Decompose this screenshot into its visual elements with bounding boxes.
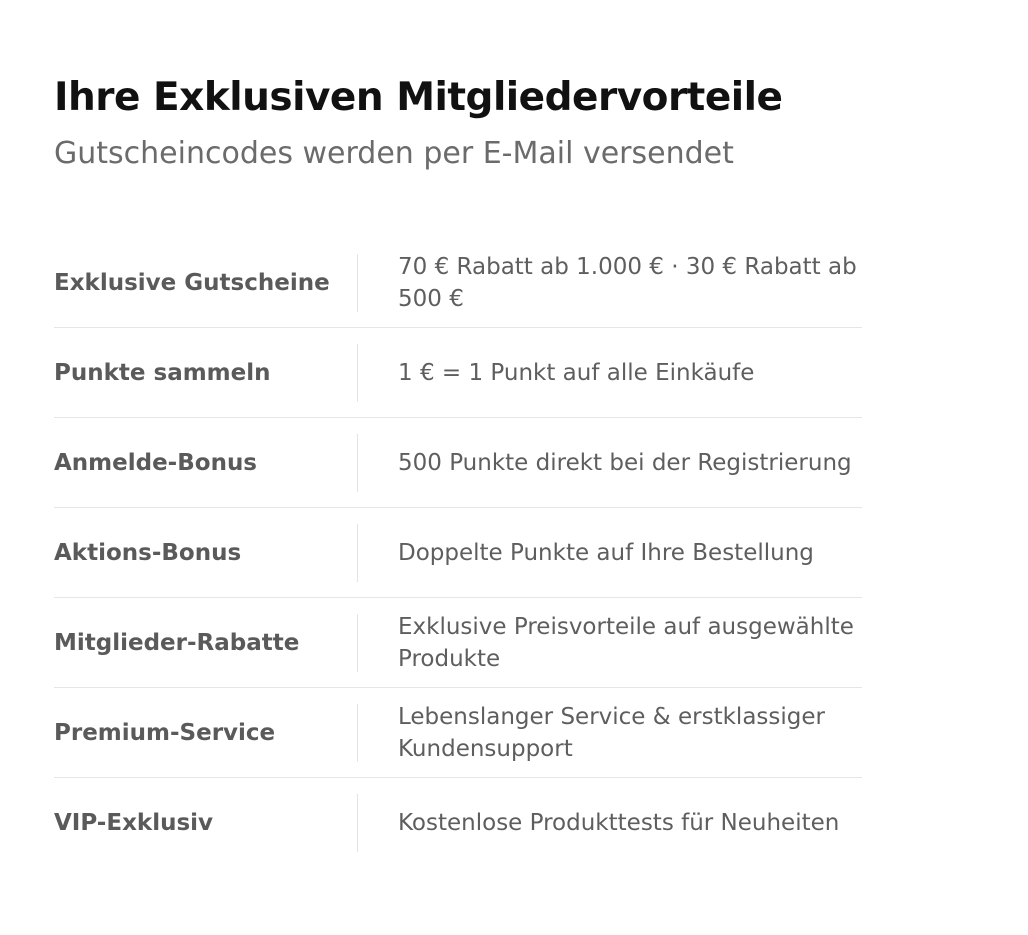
benefit-value: 500 Punkte direkt bei der Registrierung <box>398 449 852 476</box>
benefit-label: VIP-Exklusiv <box>54 810 214 836</box>
benefit-label: Anmelde-Bonus <box>54 449 258 476</box>
row-divider <box>357 253 358 312</box>
benefit-row-gutscheine: Exklusive Gutscheine 70 € Rabatt ab 1.00… <box>54 238 862 328</box>
row-divider <box>357 794 358 852</box>
benefit-label: Premium-Service <box>54 719 276 746</box>
benefit-label: Aktions-Bonus <box>54 539 242 566</box>
benefit-value: 1 € = 1 Punkt auf alle Einkäufe <box>398 359 755 386</box>
benefit-value: Kostenlose Produkttests für Neuheiten <box>398 810 840 836</box>
benefit-row-mitglieder-rabatte: Mitglieder-Rabatte Exklusive Preisvortei… <box>54 598 862 688</box>
benefit-value: Doppelte Punkte auf Ihre Bestellung <box>398 539 814 566</box>
benefit-row-vip-exklusiv: VIP-Exklusiv Kostenlose Produkttests für… <box>54 778 862 868</box>
benefit-row-punkte: Punkte sammeln 1 € = 1 Punkt auf alle Ei… <box>54 328 862 418</box>
benefit-row-anmelde-bonus: Anmelde-Bonus 500 Punkte direkt bei der … <box>54 418 862 508</box>
benefits-panel: Ihre Exklusiven Mitgliedervorteile Gutsc… <box>54 75 862 868</box>
row-divider <box>357 613 358 672</box>
benefit-value: Exklusive Preisvorteile auf ausgewählte … <box>398 613 854 672</box>
benefit-row-aktions-bonus: Aktions-Bonus Doppelte Punkte auf Ihre B… <box>54 508 862 598</box>
benefit-row-premium-service: Premium-Service Lebenslanger Service & e… <box>54 688 862 778</box>
row-divider <box>357 523 358 582</box>
benefit-label: Punkte sammeln <box>54 359 271 386</box>
benefits-list: Exklusive Gutscheine 70 € Rabatt ab 1.00… <box>54 238 862 868</box>
row-divider <box>357 703 358 762</box>
benefit-label: Exklusive Gutscheine <box>54 269 330 296</box>
benefit-label: Mitglieder-Rabatte <box>54 629 300 656</box>
page-title: Ihre Exklusiven Mitgliedervorteile <box>54 75 783 120</box>
page-subtitle: Gutscheincodes werden per E-Mail versend… <box>54 136 734 171</box>
benefit-value: 70 € Rabatt ab 1.000 € · 30 € Rabatt ab … <box>398 253 857 312</box>
benefit-value: Lebenslanger Service & erstklassiger Kun… <box>398 703 825 762</box>
row-divider <box>357 433 358 492</box>
row-divider <box>357 343 358 402</box>
